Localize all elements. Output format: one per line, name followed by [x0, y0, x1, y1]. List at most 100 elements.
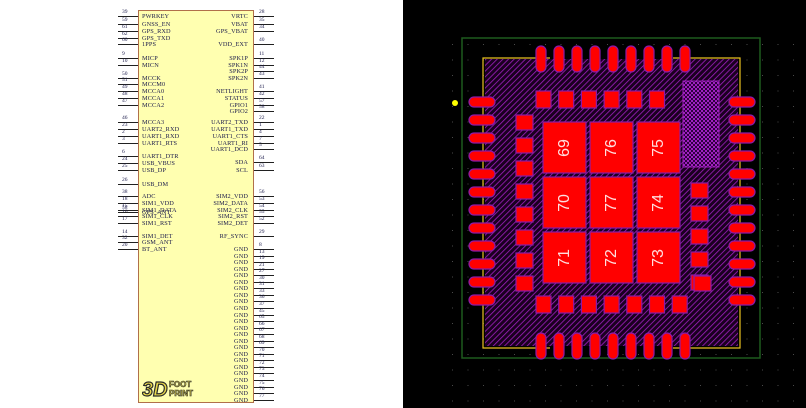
- top-edge-pad[interactable]: [535, 45, 547, 73]
- inner-small-pad[interactable]: [693, 275, 712, 292]
- inner-small-pad[interactable]: [515, 252, 534, 269]
- top-edge-pad[interactable]: [643, 45, 655, 73]
- inner-small-pad[interactable]: [690, 228, 709, 245]
- inner-small-pad[interactable]: [690, 251, 709, 268]
- pin-number-right: 63: [259, 163, 265, 169]
- thermal-pad[interactable]: [542, 121, 587, 174]
- right-edge-pad[interactable]: [728, 240, 756, 252]
- top-edge-pad[interactable]: [679, 45, 691, 73]
- inner-small-pad[interactable]: [515, 160, 534, 177]
- right-edge-pad[interactable]: [728, 204, 756, 216]
- inner-small-pad[interactable]: [558, 295, 575, 314]
- bottom-edge-pad[interactable]: [661, 332, 673, 360]
- left-edge-pad[interactable]: [468, 114, 496, 126]
- grid-dot: [777, 245, 779, 247]
- top-edge-pad[interactable]: [607, 45, 619, 73]
- thermal-pad-number: 71: [556, 249, 573, 267]
- pin-lead-left: [118, 184, 138, 185]
- right-edge-pad[interactable]: [728, 96, 756, 108]
- pin-name-right: UART1_DCD: [210, 146, 248, 153]
- pin-lead-right: [254, 71, 274, 72]
- thermal-pad[interactable]: [636, 121, 681, 174]
- top-edge-pad[interactable]: [553, 45, 565, 73]
- inner-small-pad[interactable]: [626, 295, 643, 314]
- left-edge-pad[interactable]: [468, 168, 496, 180]
- pin-number-right: 52: [259, 216, 265, 222]
- thermal-pad-number: 69: [556, 139, 573, 157]
- pin-lead-left: [118, 122, 138, 123]
- thermal-pad[interactable]: [636, 231, 681, 284]
- bottom-edge-pad[interactable]: [679, 332, 691, 360]
- inner-small-pad[interactable]: [690, 182, 709, 199]
- thermal-pad[interactable]: [589, 231, 634, 284]
- left-edge-pad[interactable]: [468, 240, 496, 252]
- thermal-pad[interactable]: [636, 176, 681, 229]
- grid-dot: [715, 385, 717, 386]
- grid-dot: [793, 137, 794, 138]
- bottom-edge-pad[interactable]: [607, 332, 619, 360]
- bottom-edge-pad[interactable]: [535, 332, 547, 360]
- grid-dot: [746, 199, 748, 200]
- top-edge-pad[interactable]: [625, 45, 637, 73]
- inner-small-pad[interactable]: [515, 114, 534, 131]
- inner-small-pad[interactable]: [535, 90, 552, 109]
- top-edge-pad[interactable]: [571, 45, 583, 73]
- left-edge-pad[interactable]: [468, 96, 496, 108]
- right-edge-pad[interactable]: [728, 132, 756, 144]
- inner-small-pad[interactable]: [515, 183, 534, 200]
- thermal-pad[interactable]: [542, 176, 587, 229]
- inner-small-pad[interactable]: [648, 90, 666, 109]
- inner-small-pad[interactable]: [535, 295, 552, 314]
- pin-number-left: 9: [122, 51, 125, 57]
- grid-dot: [467, 385, 469, 386]
- left-edge-pad[interactable]: [468, 222, 496, 234]
- inner-small-pad[interactable]: [515, 229, 534, 246]
- inner-small-pad[interactable]: [515, 275, 534, 292]
- bottom-edge-pad[interactable]: [643, 332, 655, 360]
- right-edge-pad[interactable]: [728, 258, 756, 270]
- inner-small-pad[interactable]: [515, 206, 534, 223]
- right-edge-pad[interactable]: [728, 294, 756, 306]
- inner-small-pad[interactable]: [690, 205, 709, 222]
- left-edge-pad[interactable]: [468, 276, 496, 288]
- inner-small-pad[interactable]: [603, 90, 620, 109]
- left-edge-pad[interactable]: [468, 258, 496, 270]
- inner-small-pad[interactable]: [626, 90, 643, 109]
- top-edge-pad[interactable]: [589, 45, 601, 73]
- inner-small-pad[interactable]: [558, 90, 575, 109]
- inner-small-pad[interactable]: [580, 295, 597, 314]
- left-edge-pad[interactable]: [468, 186, 496, 198]
- pin-lead-gnd: [254, 353, 274, 355]
- bottom-edge-pad[interactable]: [589, 332, 601, 360]
- inner-small-pad[interactable]: [671, 295, 688, 314]
- right-edge-pad[interactable]: [728, 168, 756, 180]
- inner-small-pad[interactable]: [515, 137, 534, 154]
- inner-small-pad[interactable]: [648, 295, 666, 314]
- bottom-edge-pad[interactable]: [571, 332, 583, 360]
- bottom-edge-pad[interactable]: [625, 332, 637, 360]
- right-edge-pad[interactable]: [728, 186, 756, 198]
- left-edge-pad[interactable]: [468, 132, 496, 144]
- left-edge-pad[interactable]: [468, 150, 496, 162]
- pin-number-right: 7: [259, 136, 262, 142]
- grid-dot: [731, 44, 732, 45]
- grid-dot: [452, 121, 453, 123]
- right-edge-pad[interactable]: [728, 222, 756, 234]
- thermal-pad[interactable]: [542, 231, 587, 284]
- left-edge-pad[interactable]: [468, 294, 496, 306]
- top-edge-pad[interactable]: [661, 45, 673, 73]
- thermal-pad[interactable]: [589, 121, 634, 174]
- right-edge-pad[interactable]: [728, 276, 756, 288]
- grid-dot: [467, 183, 469, 185]
- right-edge-pad[interactable]: [728, 114, 756, 126]
- grid-dot: [762, 338, 763, 340]
- inner-small-pad[interactable]: [603, 295, 620, 314]
- right-edge-pad[interactable]: [728, 150, 756, 162]
- left-edge-pad[interactable]: [468, 204, 496, 216]
- inner-small-pad[interactable]: [580, 90, 597, 109]
- pin-name-left: UART1_RTS: [142, 140, 178, 147]
- pin-name-right: RF_SYNC: [219, 233, 248, 240]
- thermal-pad[interactable]: [589, 176, 634, 229]
- bottom-edge-pad[interactable]: [553, 332, 565, 360]
